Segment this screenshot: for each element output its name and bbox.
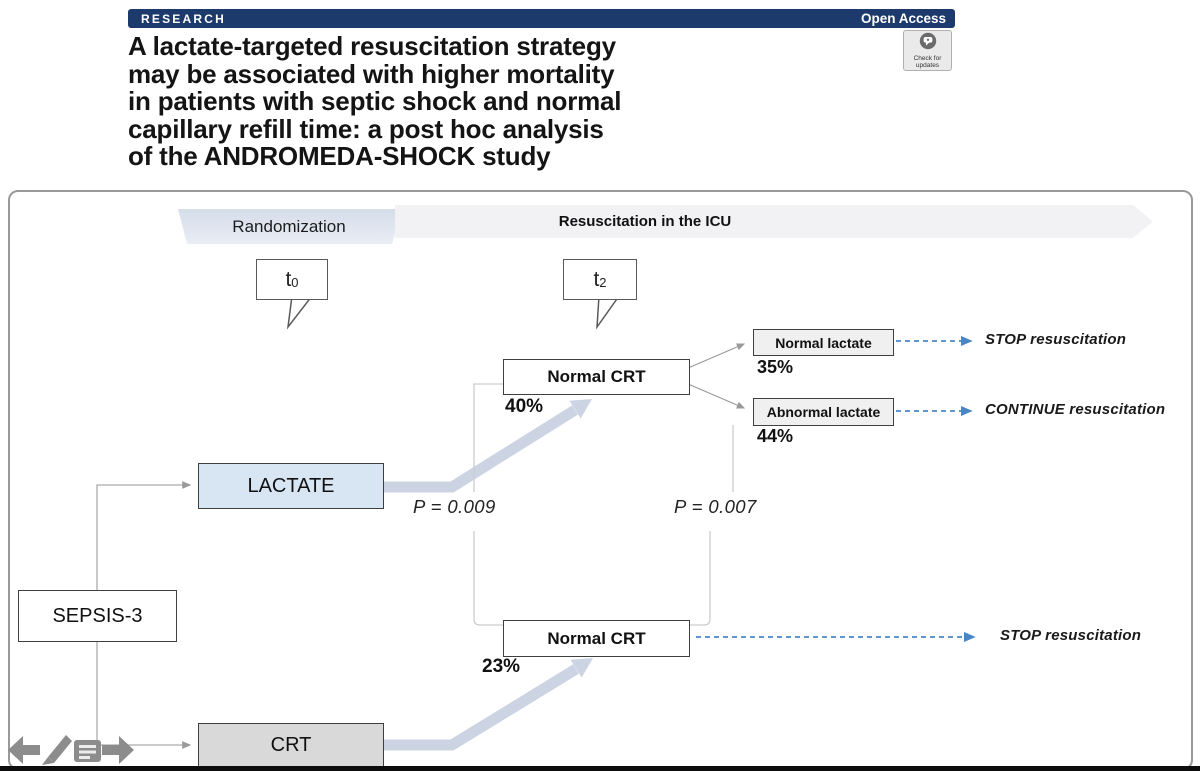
p-value-crt-comparison: P = 0.009 — [413, 496, 496, 517]
title-line: capillary refill time: a post hoc analys… — [128, 113, 604, 144]
resuscitation-label: Resuscitation in the ICU — [558, 213, 732, 230]
node-normal-lactate-label: Normal lactate — [775, 334, 872, 351]
check-updates-icon — [919, 32, 937, 55]
check-badge-text-1: Check for — [913, 55, 942, 62]
node-normal-crt-upper-label: Normal CRT — [547, 367, 646, 386]
node-abnormal-lactate-label: Abnormal lactate — [766, 404, 881, 420]
resuscitation-phase-banner: Resuscitation in the ICU — [395, 205, 1153, 238]
check-for-updates-button[interactable]: Check for updates — [903, 30, 952, 71]
next-arrow-icon[interactable] — [102, 736, 134, 764]
pencil-icon[interactable] — [42, 735, 72, 765]
title-line: A lactate-targeted resuscitation strateg… — [128, 31, 616, 61]
page-title: A lactate-targeted resuscitation strateg… — [128, 31, 858, 172]
article-type-label: RESEARCH — [141, 11, 226, 26]
title-line: of the ANDROMEDA-SHOCK study — [128, 141, 551, 172]
randomization-phase-banner: Randomization — [176, 209, 402, 244]
node-normal-lactate: Normal lactate — [753, 329, 894, 356]
outcome-stop-upper: STOP resuscitation — [985, 331, 1127, 348]
t0-base: t — [285, 267, 292, 291]
node-sepsis3: SEPSIS-3 — [18, 590, 177, 642]
node-normal-crt-upper: Normal CRT — [503, 359, 690, 395]
node-abnormal-lactate: Abnormal lactate — [753, 398, 894, 426]
reader-nav-icons — [8, 735, 134, 765]
t2-base: t — [593, 267, 600, 291]
check-badge-text-2: updates — [915, 62, 940, 69]
pct-normal-lactate: 35% — [757, 357, 794, 377]
node-crt-label: CRT — [270, 734, 312, 756]
notes-icon[interactable] — [74, 740, 101, 762]
node-lactate-label: LACTATE — [247, 474, 335, 497]
previous-arrow-icon[interactable] — [8, 736, 40, 764]
bottom-black-bar — [0, 766, 1200, 771]
t2-sub: 2 — [599, 275, 607, 290]
pct-normal-crt-upper: 40% — [505, 396, 544, 417]
outcome-continue: CONTINUE resuscitation — [985, 401, 1166, 418]
t0-sub: 0 — [291, 275, 299, 290]
title-line: may be associated with higher mortality — [128, 58, 615, 89]
outcome-stop-lower: STOP resuscitation — [1000, 627, 1142, 644]
node-crt-arm: CRT — [198, 723, 384, 768]
p-value-lactate-comparison: P = 0.007 — [674, 496, 757, 517]
node-lactate-arm: LACTATE — [198, 463, 384, 509]
pct-normal-crt-lower: 23% — [482, 656, 521, 677]
node-normal-crt-lower: Normal CRT — [503, 620, 690, 657]
randomization-label: Randomization — [232, 216, 346, 236]
pct-abnormal-lactate: 44% — [757, 426, 794, 446]
article-type-banner: RESEARCH Open Access — [128, 9, 955, 28]
node-normal-crt-lower-label: Normal CRT — [547, 628, 646, 648]
title-line: in patients with septic shock and normal — [128, 86, 622, 117]
node-sepsis3-label: SEPSIS-3 — [52, 604, 143, 627]
open-access-label: Open Access — [860, 10, 946, 26]
